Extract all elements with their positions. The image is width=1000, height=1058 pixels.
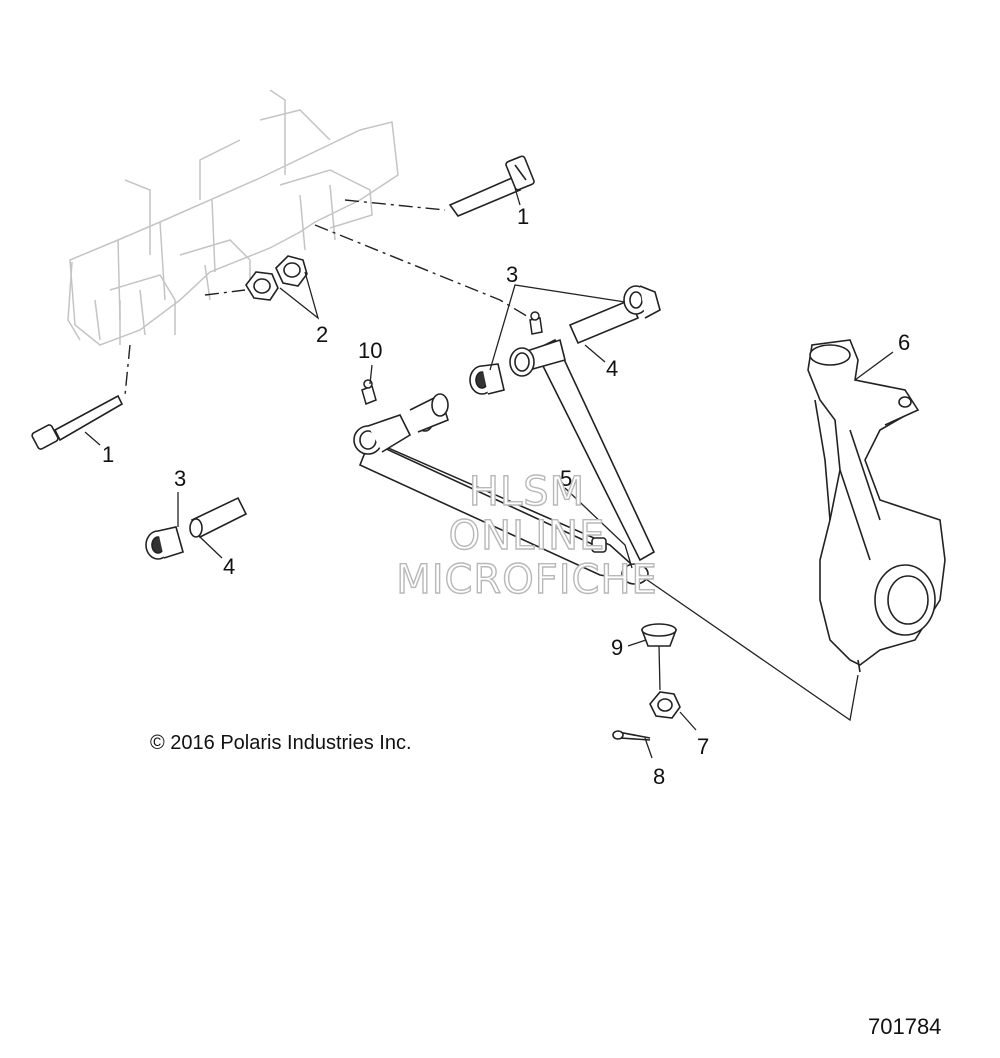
callout-9: 9 xyxy=(611,635,623,660)
copyright-notice: © 2016 Polaris Industries Inc. xyxy=(150,732,412,754)
bolt-upper xyxy=(448,155,535,217)
nuts xyxy=(245,255,308,301)
callout-6: 6 xyxy=(898,330,910,355)
callout-5: 5 xyxy=(560,466,572,491)
callout-10: 10 xyxy=(358,338,382,363)
callout-7: 7 xyxy=(697,734,709,759)
bolt-lower xyxy=(31,394,124,450)
ball-joint-hardware xyxy=(612,623,681,741)
grease-fittings xyxy=(361,311,543,406)
callout-4-upper: 4 xyxy=(606,356,618,381)
diagram-id: 701784 xyxy=(868,1014,942,1039)
a-arm xyxy=(353,338,656,585)
frame-section xyxy=(67,89,399,346)
alignment-lines xyxy=(124,199,531,396)
callout-4-lower: 4 xyxy=(223,554,235,579)
callout-3-lower: 3 xyxy=(174,466,186,491)
callout-8: 8 xyxy=(653,764,665,789)
callout-1-upper: 1 xyxy=(517,204,529,229)
callout-3-upper: 3 xyxy=(506,262,518,287)
leader-lines xyxy=(84,187,894,759)
callout-2: 2 xyxy=(316,322,328,347)
callout-1-lower: 1 xyxy=(102,442,114,467)
loose-bushing-and-tube xyxy=(145,496,248,560)
bushings-and-tubes xyxy=(409,285,661,433)
steering-knuckle xyxy=(807,339,946,673)
